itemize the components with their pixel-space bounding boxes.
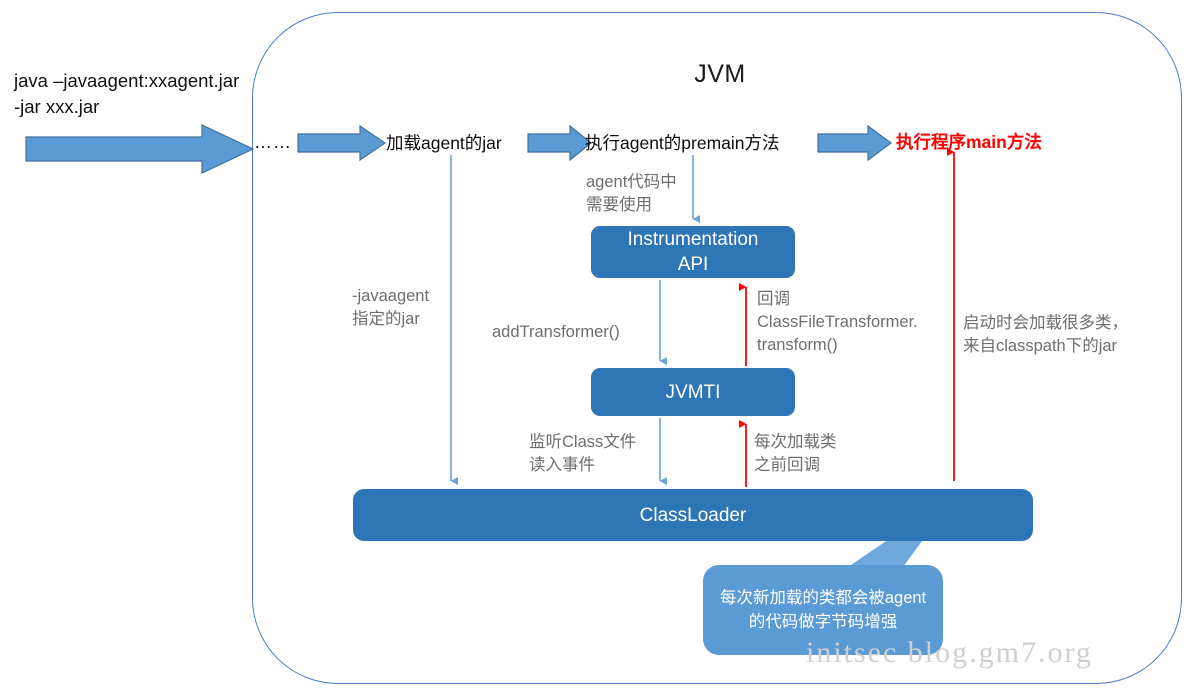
flow-arrow-3 [817, 124, 893, 162]
callout-bubble: 每次新加载的类都会被agent的代码做字节码增强 [703, 565, 943, 655]
flow-step-1-label: 加载agent的jar [386, 133, 502, 153]
watermark-text: initsec blog.gm7.org [806, 636, 1093, 669]
jvm-title: JVM [694, 60, 746, 88]
jvmti-box: JVMTI [591, 368, 795, 416]
note-callback-before-load: 每次加载类 之前回调 [754, 433, 837, 474]
note-listen-class-file: 监听Class文件 读入事件 [529, 433, 637, 474]
ellipsis-marker: …… [254, 132, 292, 152]
note-agent-code-use: agent代码中 需要使用 [586, 173, 677, 214]
flow-step-2-label: 执行agent的premain方法 [585, 133, 780, 153]
jvmti-label: JVMTI [665, 381, 721, 403]
java-command-text: java –javaagent:xxagent.jar -jar xxx.jar [14, 70, 240, 117]
note-add-transformer: addTransformer() [492, 323, 620, 341]
entry-block-arrow [25, 124, 255, 174]
instrumentation-api-box: Instrumentation API [591, 226, 795, 278]
flow-arrow-2 [527, 124, 592, 162]
flow-step-3-label: 执行程序main方法 [896, 132, 1042, 152]
callout-text: 每次新加载的类都会被agent的代码做字节码增强 [719, 589, 927, 631]
flow-arrow-1 [297, 124, 387, 162]
note-startup-load-classes: 启动时会加载很多类， 来自classpath下的jar [963, 314, 1128, 355]
note-callback-transform: 回调 ClassFileTransformer. transform() [757, 290, 918, 354]
note-javaagent-jar: -javaagent 指定的jar [352, 287, 430, 328]
classloader-label: ClassLoader [639, 504, 747, 526]
classloader-box: ClassLoader [353, 489, 1033, 541]
instrumentation-api-label: Instrumentation API [627, 229, 759, 275]
jvm-container [252, 12, 1182, 684]
